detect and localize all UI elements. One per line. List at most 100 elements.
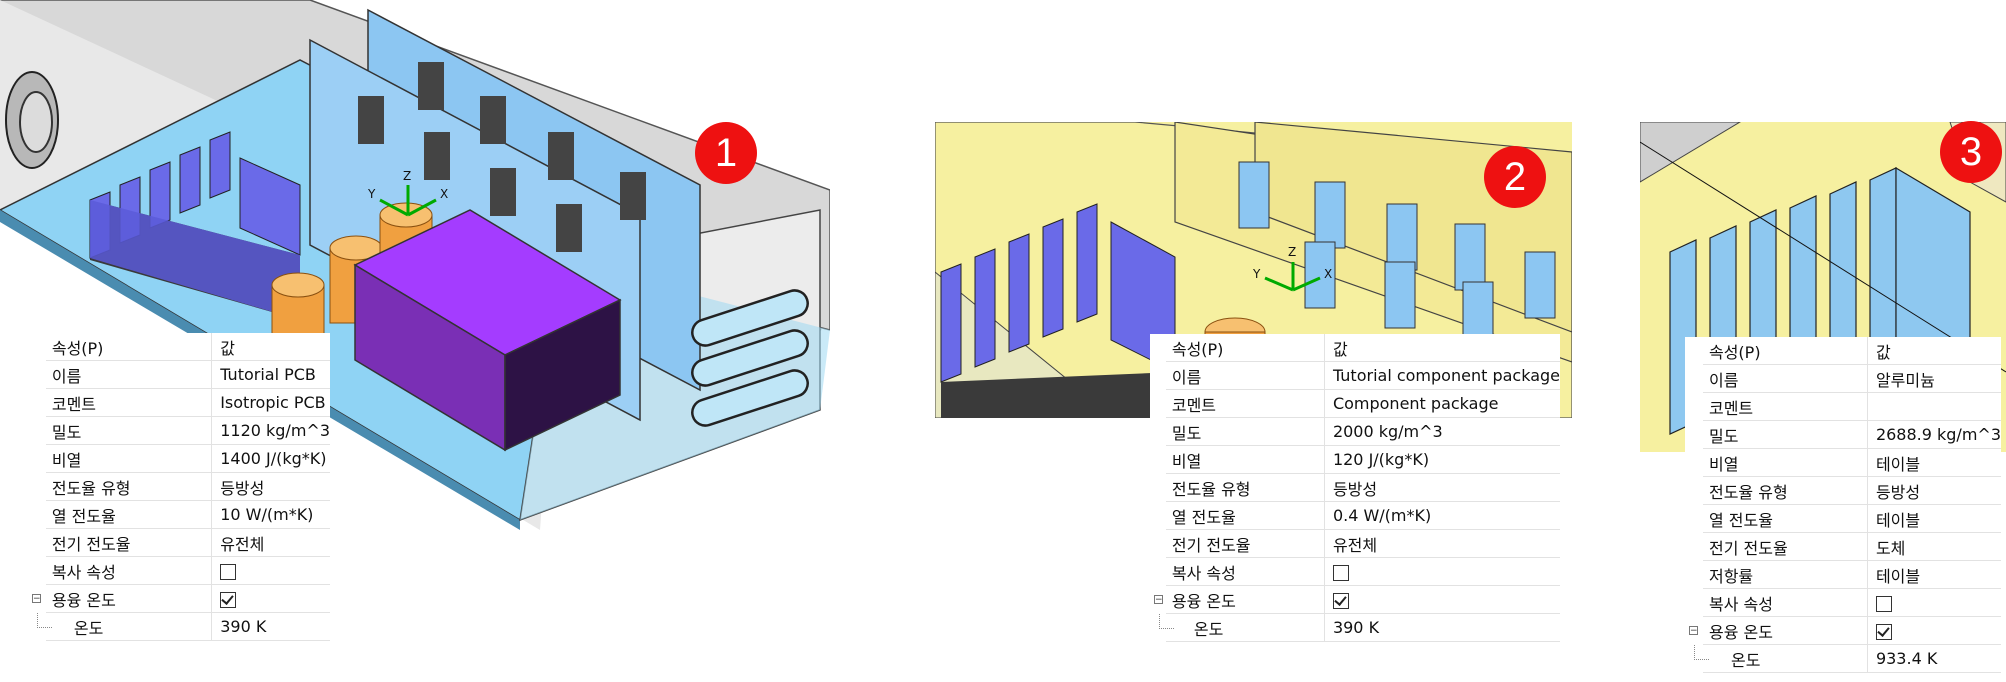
property-value[interactable]: Tutorial PCB	[211, 360, 330, 389]
property-value[interactable]: Isotropic PCB	[211, 388, 330, 417]
radiation-checkbox[interactable]	[1875, 595, 1892, 612]
melting-checkbox[interactable]	[1332, 592, 1349, 609]
property-key: 전기 전도율	[1702, 532, 1868, 561]
property-value[interactable]: 알루미늄	[1867, 364, 2001, 393]
property-key: 저항률	[1702, 560, 1868, 589]
collapse-icon[interactable]: −	[1154, 594, 1163, 605]
radiation-checkbox[interactable]	[220, 563, 237, 580]
callout-badge-3: 3	[1940, 121, 2002, 183]
melting-checkbox[interactable]	[1875, 623, 1892, 640]
header-value-label: 값	[1867, 337, 2001, 365]
property-value[interactable]: 테이블	[1867, 448, 2001, 477]
property-row-radiation[interactable]: 복사 속성	[28, 556, 330, 585]
property-row-melting[interactable]: −용융 온도	[1150, 585, 1560, 614]
model-view-pcb[interactable]: Z Y X	[0, 0, 830, 530]
property-key: 온도	[1165, 613, 1325, 642]
property-value[interactable]: 390 K	[1324, 613, 1560, 642]
property-value[interactable]: 2688.9 kg/m^3	[1867, 420, 2001, 449]
header-value-label: 값	[211, 333, 330, 361]
collapse-icon[interactable]: −	[32, 593, 41, 604]
melting-checkbox[interactable]	[220, 591, 237, 608]
property-value[interactable]: 등방성	[211, 472, 330, 501]
collapse-icon[interactable]: −	[1689, 625, 1698, 636]
axis-z-label: Z	[403, 169, 411, 183]
property-key: 복사 속성	[45, 556, 213, 585]
property-key: 용융 온도	[1165, 585, 1325, 614]
property-key: 용융 온도	[1702, 616, 1868, 645]
property-value[interactable]: 0.4 W/(m*K)	[1324, 501, 1560, 530]
property-value[interactable]: 테이블	[1867, 504, 2001, 533]
property-value[interactable]: 10 W/(m*K)	[211, 500, 330, 529]
callout-badge-1: 1	[695, 122, 757, 184]
property-row-melting[interactable]: −용융 온도	[28, 584, 330, 613]
tree-line-icon	[1159, 613, 1174, 629]
property-value[interactable]: 등방성	[1867, 476, 2001, 505]
property-row-radiation[interactable]: 복사 속성	[1150, 557, 1560, 586]
header-property-label: 속성(P)	[45, 333, 213, 361]
property-row-melting[interactable]: −용융 온도	[1685, 616, 2001, 645]
property-value[interactable]: 390 K	[211, 612, 330, 641]
property-value[interactable]: 유전체	[1324, 529, 1560, 558]
property-key: 열 전도율	[1165, 501, 1325, 530]
property-grid-header: 속성(P) 값	[1150, 334, 1560, 362]
property-value[interactable]: 933.4 K	[1867, 644, 2001, 673]
property-value[interactable]: 2000 kg/m^3	[1324, 417, 1560, 446]
property-value[interactable]: 120 J/(kg*K)	[1324, 445, 1560, 474]
tree-line-icon	[1694, 644, 1709, 660]
property-key: 비열	[1702, 448, 1868, 477]
property-key: 코멘트	[45, 388, 213, 417]
property-value[interactable]	[1867, 392, 2001, 421]
property-key: 전기 전도율	[45, 528, 213, 557]
property-value[interactable]: 1400 J/(kg*K)	[211, 444, 330, 473]
axis-x-label: X	[1324, 267, 1332, 281]
property-row-radiation[interactable]: 복사 속성	[1685, 588, 2001, 617]
property-key: 전도율 유형	[1165, 473, 1325, 502]
property-key: 복사 속성	[1165, 557, 1325, 586]
property-value[interactable]: 등방성	[1324, 473, 1560, 502]
header-property-label: 속성(P)	[1165, 334, 1325, 362]
property-value[interactable]: Tutorial component package	[1324, 361, 1560, 390]
axis-z-label: Z	[1288, 245, 1296, 259]
property-value[interactable]: 도체	[1867, 532, 2001, 561]
property-key: 비열	[1165, 445, 1325, 474]
header-property-label: 속성(P)	[1702, 337, 1868, 365]
property-key: 밀도	[1702, 420, 1868, 449]
radiation-checkbox[interactable]	[1332, 564, 1349, 581]
axis-x-label: X	[440, 187, 448, 201]
property-grid-header: 속성(P) 값	[1685, 337, 2001, 365]
property-key: 밀도	[1165, 417, 1325, 446]
property-row-comment[interactable]: 코멘트	[1685, 392, 2001, 421]
property-value[interactable]: 유전체	[211, 528, 330, 557]
property-key: 열 전도율	[45, 500, 213, 529]
property-value[interactable]: Component package	[1324, 389, 1560, 418]
property-value[interactable]: 테이블	[1867, 560, 2001, 589]
property-key: 전도율 유형	[45, 472, 213, 501]
property-value[interactable]: 1120 kg/m^3	[211, 416, 330, 445]
